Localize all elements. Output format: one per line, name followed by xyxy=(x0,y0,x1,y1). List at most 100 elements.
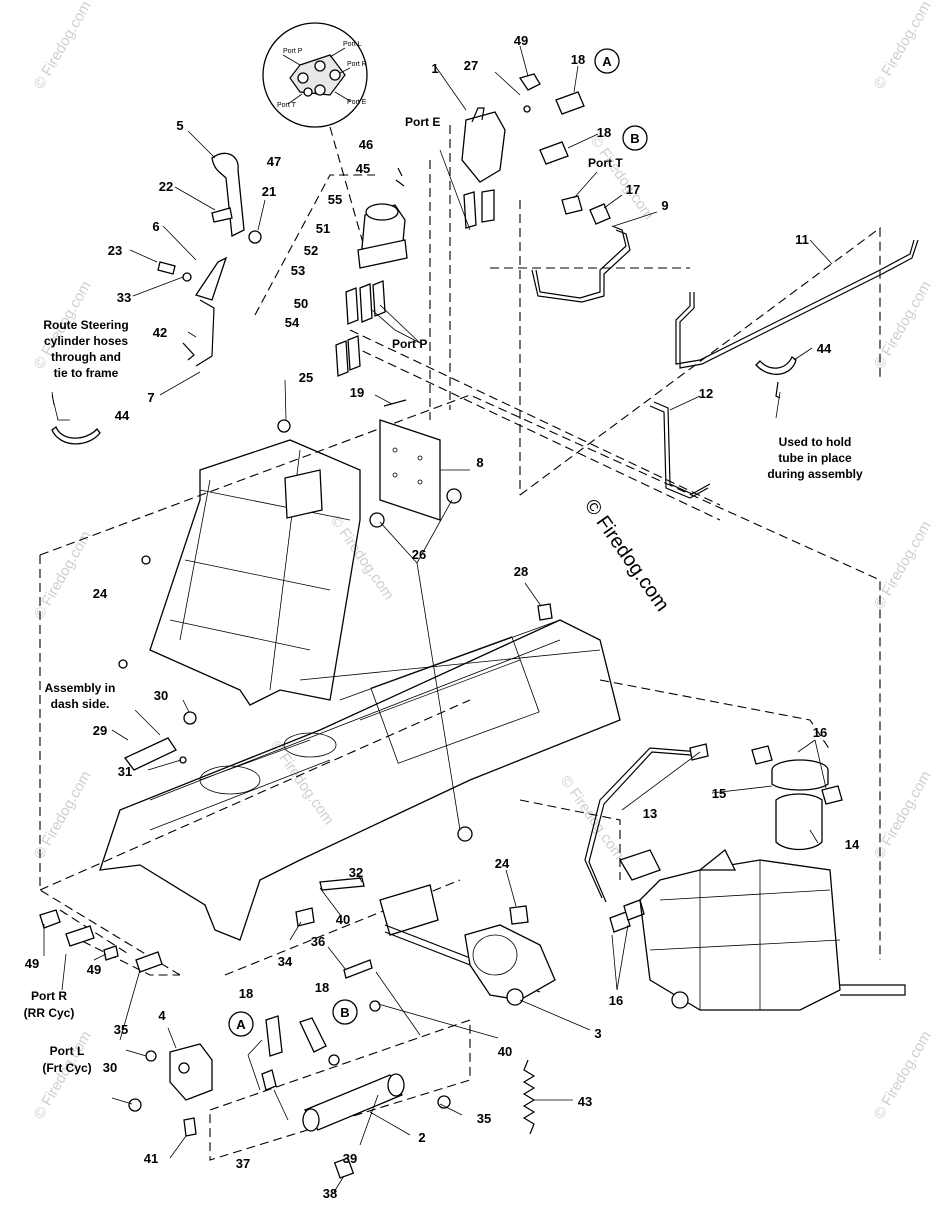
circle-a-bottom xyxy=(228,1011,254,1037)
circle-a-top xyxy=(594,48,620,74)
label-port-r: Port R xyxy=(31,989,67,1003)
callout-50: 50 xyxy=(294,296,308,311)
callout-31: 31 xyxy=(118,764,132,779)
note-assembly-line-2: dash side. xyxy=(51,697,110,711)
note-route-line-2: cylinder hoses xyxy=(44,334,128,348)
transaxle-part xyxy=(639,859,841,1011)
callout-30-top: 30 xyxy=(154,688,168,703)
callout-52: 52 xyxy=(304,243,318,258)
watermark: © Firedog.com xyxy=(871,0,935,92)
parts xyxy=(39,73,919,1179)
callout-18-b-bottom: 18 xyxy=(315,980,329,995)
label-port-r-sub: (RR Cyc) xyxy=(24,1006,75,1020)
callout-49-top: 49 xyxy=(514,33,528,48)
callout-24-left: 24 xyxy=(93,586,108,601)
inset-port-t: Port T xyxy=(277,102,297,109)
port-inset: Port P Port L Port R Port T Port E xyxy=(262,22,368,251)
dash-frame-part xyxy=(149,439,361,706)
callout-32: 32 xyxy=(349,865,363,880)
callout-44-left: 44 xyxy=(115,408,130,423)
inset-port-p: Port P xyxy=(283,48,303,55)
callout-46: 46 xyxy=(359,137,373,152)
callout-34: 34 xyxy=(278,954,293,969)
bolt-part xyxy=(211,207,233,223)
callout-11: 11 xyxy=(795,232,809,247)
callout-18-a-bottom: 18 xyxy=(239,986,253,1001)
callout-44-right: 44 xyxy=(817,341,832,356)
callout-45: 45 xyxy=(356,161,370,176)
callout-51: 51 xyxy=(316,221,330,236)
callout-47: 47 xyxy=(267,154,281,169)
note-route-line-1: Route Steering xyxy=(43,318,128,332)
callout-49-mid: 49 xyxy=(87,962,101,977)
tie-strap-part xyxy=(51,425,101,445)
note-route-line-4: tie to frame xyxy=(54,366,119,380)
hydraulic-tube-part xyxy=(535,225,627,299)
note-used-line-3: during assembly xyxy=(767,467,863,481)
callout-53: 53 xyxy=(291,263,305,278)
nut-part xyxy=(248,230,262,244)
circle-b-top xyxy=(622,125,648,151)
callout-18-b-top: 18 xyxy=(597,125,611,140)
callout-14: 14 xyxy=(845,837,860,852)
lift-lever-part xyxy=(211,152,245,238)
note-used-line-1: Used to hold xyxy=(779,435,852,449)
callout-39: 39 xyxy=(343,1151,357,1166)
callout-numbers: 1 2 3 4 5 6 7 8 9 11 12 13 14 15 16 16 1… xyxy=(25,33,860,1201)
callout-3: 3 xyxy=(594,1026,601,1041)
circle-a-bottom-label: A xyxy=(236,1017,246,1032)
callout-23: 23 xyxy=(108,243,122,258)
watermark: © Firedog.com xyxy=(31,1028,95,1122)
inset-port-r: Port R xyxy=(347,61,367,68)
callout-49-left: 49 xyxy=(25,956,39,971)
reference-circles: A B A B xyxy=(228,48,648,1037)
callout-16-top: 16 xyxy=(813,725,827,740)
chassis-frame-part xyxy=(99,619,621,941)
callout-5: 5 xyxy=(176,118,183,133)
callout-9: 9 xyxy=(661,198,668,213)
callout-35-bottom: 35 xyxy=(477,1111,491,1126)
callout-35-left: 35 xyxy=(114,1022,128,1037)
callout-55: 55 xyxy=(328,192,342,207)
callout-37: 37 xyxy=(236,1156,250,1171)
label-port-p: Port P xyxy=(392,337,427,351)
callout-30-bottom: 30 xyxy=(103,1060,117,1075)
callout-8: 8 xyxy=(476,455,483,470)
valve-face-icon xyxy=(289,54,346,97)
lift-rod-part xyxy=(195,299,215,367)
callout-1: 1 xyxy=(431,61,438,76)
circle-b-bottom-label: B xyxy=(340,1005,349,1020)
callout-6: 6 xyxy=(152,219,159,234)
callout-2: 2 xyxy=(418,1130,425,1145)
label-port-e: Port E xyxy=(405,115,440,129)
circle-b-bottom xyxy=(332,999,358,1025)
oil-filter-part xyxy=(775,793,823,851)
callout-43: 43 xyxy=(578,1094,592,1109)
notes: Route Steering cylinder hoses through an… xyxy=(43,318,863,711)
callout-19: 19 xyxy=(350,385,364,400)
callout-15: 15 xyxy=(712,786,726,801)
callout-40-bottom: 40 xyxy=(498,1044,512,1059)
note-used-line-2: tube in place xyxy=(778,451,852,465)
label-port-l-sub: (Frt Cyc) xyxy=(42,1061,91,1075)
callout-26: 26 xyxy=(412,547,426,562)
callout-16-bottom: 16 xyxy=(609,993,623,1008)
callout-18-a-top: 18 xyxy=(571,52,585,67)
callout-36: 36 xyxy=(311,934,325,949)
callout-27: 27 xyxy=(464,58,478,73)
port-labels: Port E Port T Port P Port R (RR Cyc) Por… xyxy=(24,115,624,1075)
inset-port-e: Port E xyxy=(347,99,367,106)
callout-28: 28 xyxy=(514,564,528,579)
callout-17: 17 xyxy=(626,182,640,197)
circle-a-top-label: A xyxy=(602,54,612,69)
note-assembly-line-1: Assembly in xyxy=(45,681,116,695)
note-route-line-3: through and xyxy=(51,350,121,364)
leader-lines xyxy=(43,45,833,1193)
label-port-l: Port L xyxy=(50,1044,85,1058)
callout-42: 42 xyxy=(153,325,167,340)
steering-arm-part xyxy=(379,884,439,936)
callout-24-bottom: 24 xyxy=(495,856,510,871)
callout-33: 33 xyxy=(117,290,131,305)
callout-7: 7 xyxy=(147,390,154,405)
